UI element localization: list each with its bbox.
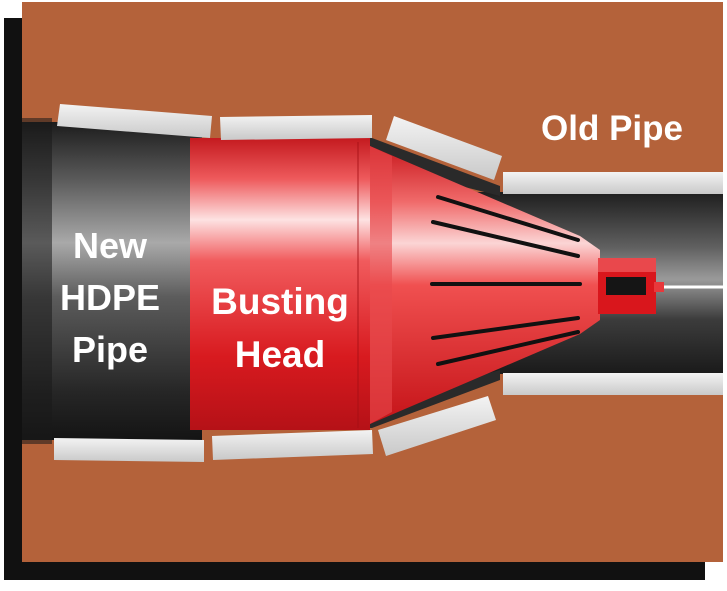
- fragment-top-2: [220, 115, 372, 140]
- new-pipe-edge-shade: [22, 118, 52, 444]
- blade-1: [436, 195, 580, 242]
- old-pipe-wall-bottom: [503, 373, 723, 395]
- cone-shoulder: [370, 146, 392, 424]
- fragment-bottom-3: [378, 396, 496, 456]
- fragment-bottom-2: [212, 430, 373, 460]
- label-busting-head-line-1: Busting: [211, 281, 349, 322]
- blade-4: [431, 316, 580, 340]
- label-old-pipe: Old Pipe: [541, 109, 683, 148]
- label-new-pipe-line-2: HDPE: [60, 277, 160, 318]
- old-pipe-wall-top: [503, 172, 723, 194]
- label-new-pipe-line-3: Pipe: [72, 329, 148, 370]
- label-new-pipe-line-1: New: [73, 225, 148, 266]
- label-busting-head-line-2: Head: [235, 334, 325, 375]
- fragment-bottom-1: [54, 438, 204, 462]
- pipe-fragments: [54, 104, 502, 462]
- cone-blades: [430, 195, 582, 366]
- blade-2: [431, 220, 580, 258]
- busting-head-body: [190, 138, 370, 430]
- nose-highlight: [598, 258, 656, 272]
- nose-slot: [606, 277, 646, 295]
- fragment-top-1: [57, 104, 212, 138]
- fragment-top-3: [386, 116, 502, 180]
- blade-5: [436, 330, 580, 366]
- nose-tip: [654, 282, 664, 292]
